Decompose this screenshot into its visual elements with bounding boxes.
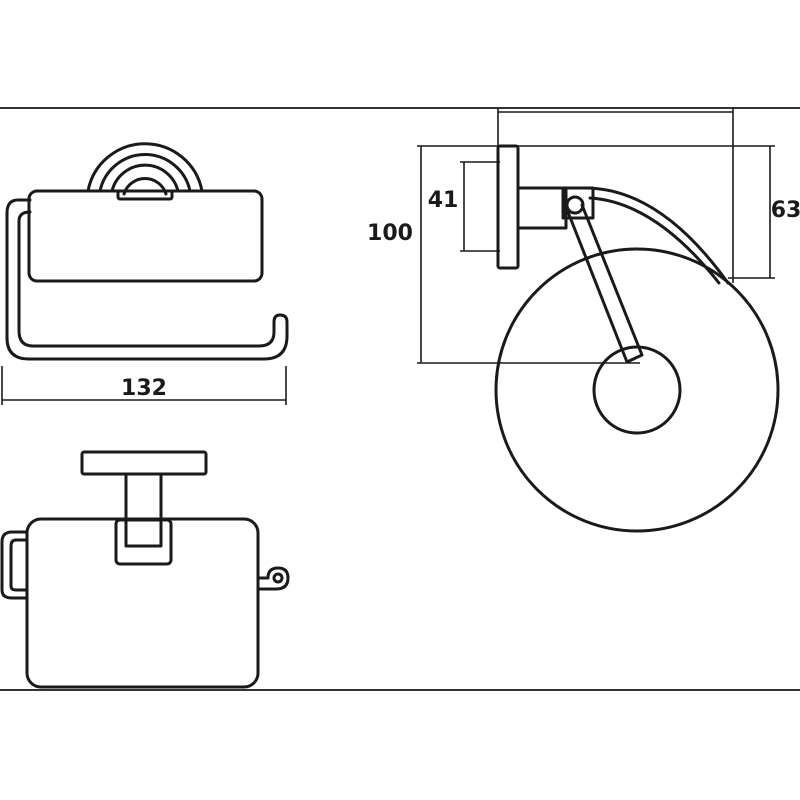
depth-label: 63	[771, 198, 800, 223]
wall-plate-top	[80, 450, 208, 476]
side-view: 100 41 63	[367, 108, 800, 533]
wall-rosette	[86, 142, 204, 193]
width-label: 132	[121, 376, 167, 401]
plate-height-label: 41	[428, 188, 459, 213]
holder-rod	[5, 198, 289, 361]
hinge-block	[561, 186, 595, 220]
lid-top	[25, 517, 260, 689]
total-height-label: 100	[367, 221, 413, 246]
holder-arm	[566, 203, 644, 364]
rod-loop-left	[0, 530, 29, 600]
cover-arc	[583, 186, 730, 285]
cover-lid	[27, 189, 264, 283]
roll-core	[592, 345, 682, 435]
mounting-block	[114, 518, 173, 566]
toilet-roll	[494, 247, 780, 533]
top-view	[0, 450, 290, 689]
front-view: 132	[1, 142, 289, 405]
rod-tip-right	[256, 566, 290, 591]
wall-plate-side	[496, 144, 520, 270]
